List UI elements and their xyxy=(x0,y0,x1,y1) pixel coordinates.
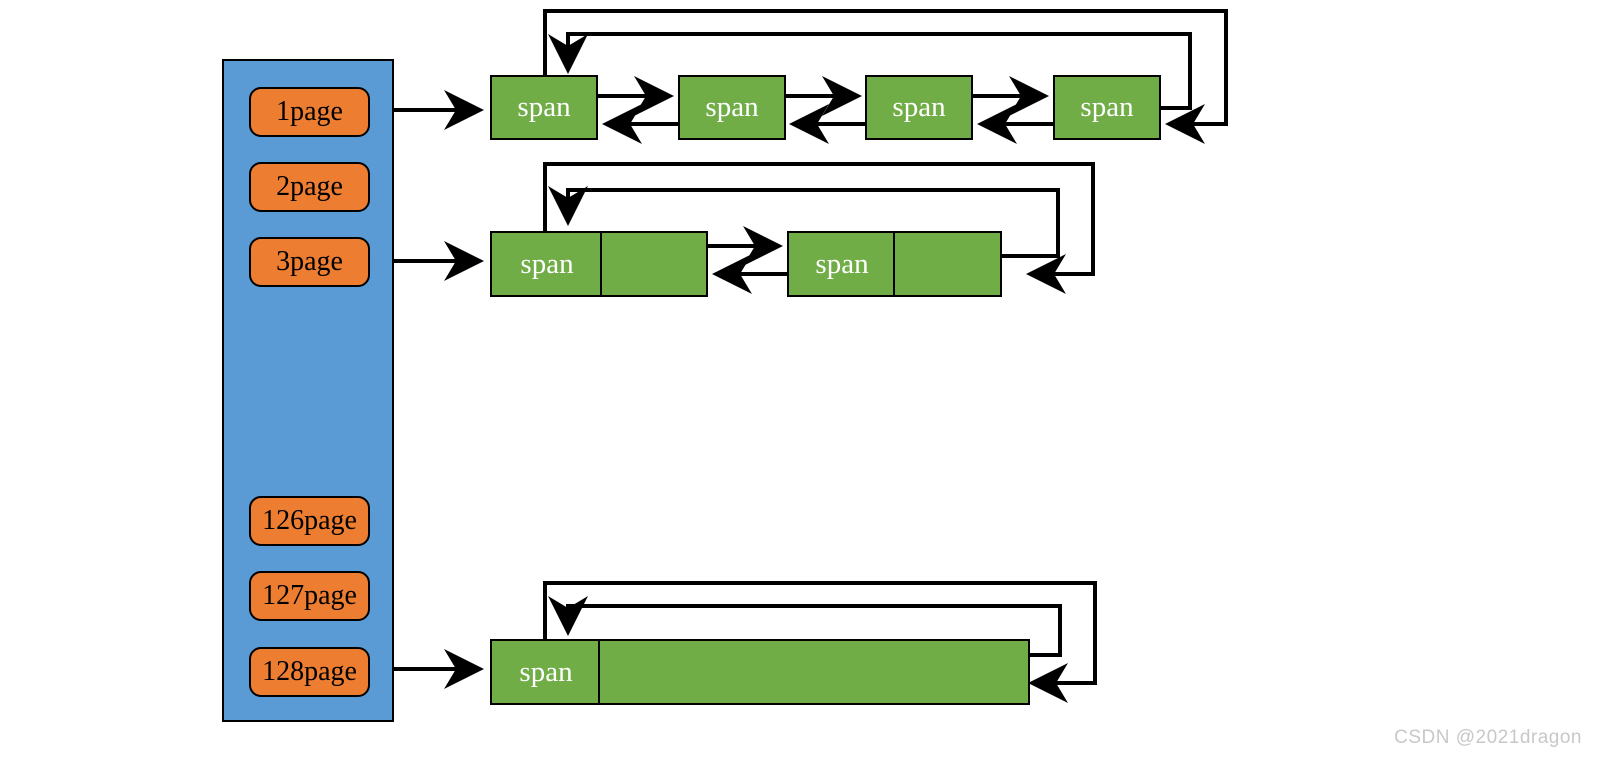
span-label: span xyxy=(519,655,573,688)
span-box[interactable]: span xyxy=(787,231,1002,297)
span-label: span xyxy=(517,91,571,123)
wrap-outer-row1 xyxy=(543,9,1228,144)
span-box[interactable]: span xyxy=(490,639,1030,705)
span-cell-divider xyxy=(600,233,602,295)
wrap-inner-row3 xyxy=(548,596,1062,657)
row-1-connectors xyxy=(370,9,1228,144)
span-box[interactable]: span xyxy=(490,231,708,297)
page-chip-label: 3page xyxy=(276,246,343,277)
watermark: CSDN @2021dragon xyxy=(1394,727,1582,748)
span-label: span xyxy=(520,247,574,280)
row-2-connectors xyxy=(370,162,1095,294)
wrap-outer-row3 xyxy=(543,581,1097,703)
page-chip-126page[interactable]: 126page xyxy=(249,496,370,546)
page-chip-label: 127page xyxy=(262,580,357,611)
span-label: span xyxy=(892,91,946,123)
page-chip-127page[interactable]: 127page xyxy=(249,571,370,621)
page-chip-label: 2page xyxy=(276,171,343,202)
span-box[interactable]: span xyxy=(865,75,973,140)
span-box[interactable]: span xyxy=(490,75,598,140)
page-chip-2page[interactable]: 2page xyxy=(249,162,370,212)
span-cell-divider xyxy=(598,641,600,703)
page-chip-label: 1page xyxy=(276,96,343,127)
span-cell-divider xyxy=(893,233,895,295)
page-bucket-array: 1page 2page 3page 126page 127page 128pag… xyxy=(222,59,394,722)
page-chip-1page[interactable]: 1page xyxy=(249,87,370,137)
page-chip-128page[interactable]: 128page xyxy=(249,647,370,697)
span-label: span xyxy=(1080,91,1134,123)
wrap-inner-row2 xyxy=(548,186,1060,258)
span-box[interactable]: span xyxy=(1053,75,1161,140)
span-label: span xyxy=(705,91,759,123)
page-chip-label: 128page xyxy=(262,656,357,687)
span-label: span xyxy=(815,247,869,280)
span-box[interactable]: span xyxy=(678,75,786,140)
page-chip-3page[interactable]: 3page xyxy=(249,237,370,287)
page-chip-label: 126page xyxy=(262,505,357,536)
wrap-inner-row1 xyxy=(548,32,1192,110)
wrap-outer-row2 xyxy=(543,162,1095,294)
